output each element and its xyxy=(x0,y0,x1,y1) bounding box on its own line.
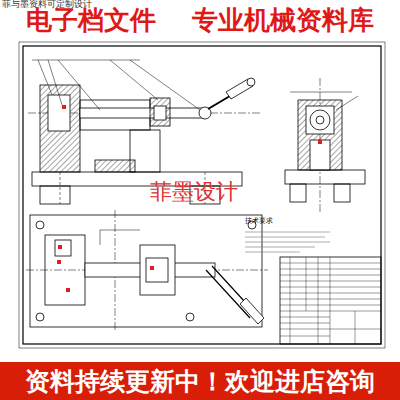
watermark-text: 菲与墨资料可定制设计 xyxy=(2,0,92,10)
notes-heading: 技术要求 xyxy=(245,218,273,226)
watermark-text: 菲墨设计 xyxy=(150,180,238,204)
banner-text: 资料持续更新中！欢迎进店咨询 xyxy=(25,365,375,398)
footer-band: 资料持续更新中！欢迎进店咨询 xyxy=(0,362,400,400)
banner-text: 专业机械资料库 xyxy=(192,3,374,38)
